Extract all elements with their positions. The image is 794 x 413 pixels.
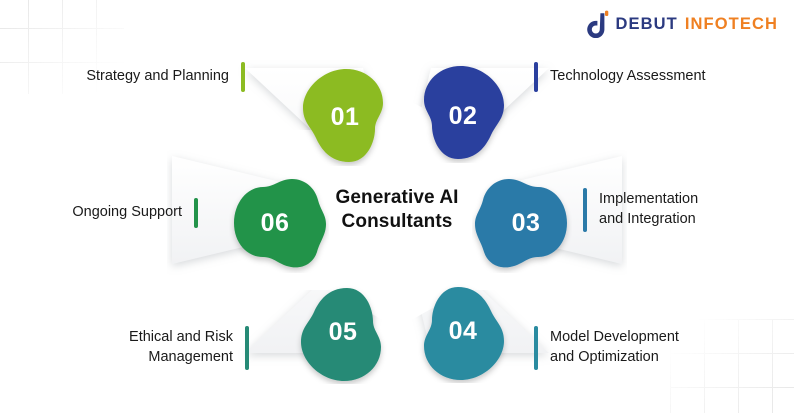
node-05-blob-icon — [301, 288, 381, 381]
node-03[interactable]: 03 — [472, 173, 572, 273]
brand-name-accent: INFOTECH — [684, 14, 778, 33]
caption-strategy-and-planning[interactable]: Strategy and Planning — [86, 62, 245, 92]
node-03-blob-icon — [475, 179, 567, 268]
caption-implementation-and-integration[interactable]: Implementation and Integration — [583, 188, 698, 232]
brand-logo: DEBUT INFOTECH — [583, 10, 778, 38]
node-06-blob-icon — [234, 179, 326, 268]
diagram-center-title: Generative AI Consultants — [287, 186, 507, 235]
caption-accent-bar-01 — [241, 62, 245, 92]
hub-and-spoke-diagram: 01 02 03 — [167, 38, 627, 383]
node-01-number: 01 — [330, 102, 360, 131]
node-05[interactable]: 05 — [295, 284, 395, 384]
caption-accent-bar-04 — [534, 326, 538, 370]
caption-accent-bar-03 — [583, 188, 587, 232]
center-title-line-1: Generative AI — [335, 187, 459, 208]
caption-accent-bar-06 — [194, 198, 198, 228]
center-title-line-2: Consultants — [341, 211, 453, 233]
node-06[interactable]: 06 — [229, 173, 329, 273]
caption-label-06: Ongoing Support — [72, 204, 182, 221]
node-01[interactable]: 01 — [297, 66, 397, 166]
node-01-blob-icon — [303, 69, 383, 162]
background-grid-bottom-right — [670, 319, 794, 413]
caption-label-04: Model Development and Optimization — [550, 329, 679, 365]
debut-d-mark-icon — [586, 10, 608, 38]
node-02-number: 02 — [448, 101, 478, 130]
node-06-number: 06 — [260, 208, 290, 237]
caption-model-development-and-optimization[interactable]: Model Development and Optimization — [534, 326, 679, 370]
node-04[interactable]: 04 — [410, 283, 510, 383]
node-05-number: 05 — [328, 317, 358, 346]
caption-label-05: Ethical and Risk Management — [129, 329, 233, 365]
brand-name-primary: DEBUT — [615, 14, 678, 33]
caption-label-03: Implementation and Integration — [599, 191, 699, 227]
caption-accent-bar-02 — [534, 62, 538, 92]
brand-wordmark: DEBUT INFOTECH — [616, 15, 778, 34]
node-02[interactable]: 02 — [410, 63, 510, 163]
caption-label-01: Strategy and Planning — [86, 68, 229, 85]
caption-ethical-and-risk-management[interactable]: Ethical and Risk Management — [129, 326, 249, 370]
caption-label-02: Technology Assessment — [550, 68, 706, 85]
node-03-number: 03 — [511, 208, 541, 237]
caption-ongoing-support[interactable]: Ongoing Support — [72, 198, 198, 228]
node-02-blob-icon — [424, 66, 504, 159]
caption-technology-assessment[interactable]: Technology Assessment — [534, 62, 706, 92]
node-04-blob-icon — [424, 287, 504, 380]
caption-accent-bar-05 — [245, 326, 249, 370]
node-04-number: 04 — [448, 316, 478, 345]
